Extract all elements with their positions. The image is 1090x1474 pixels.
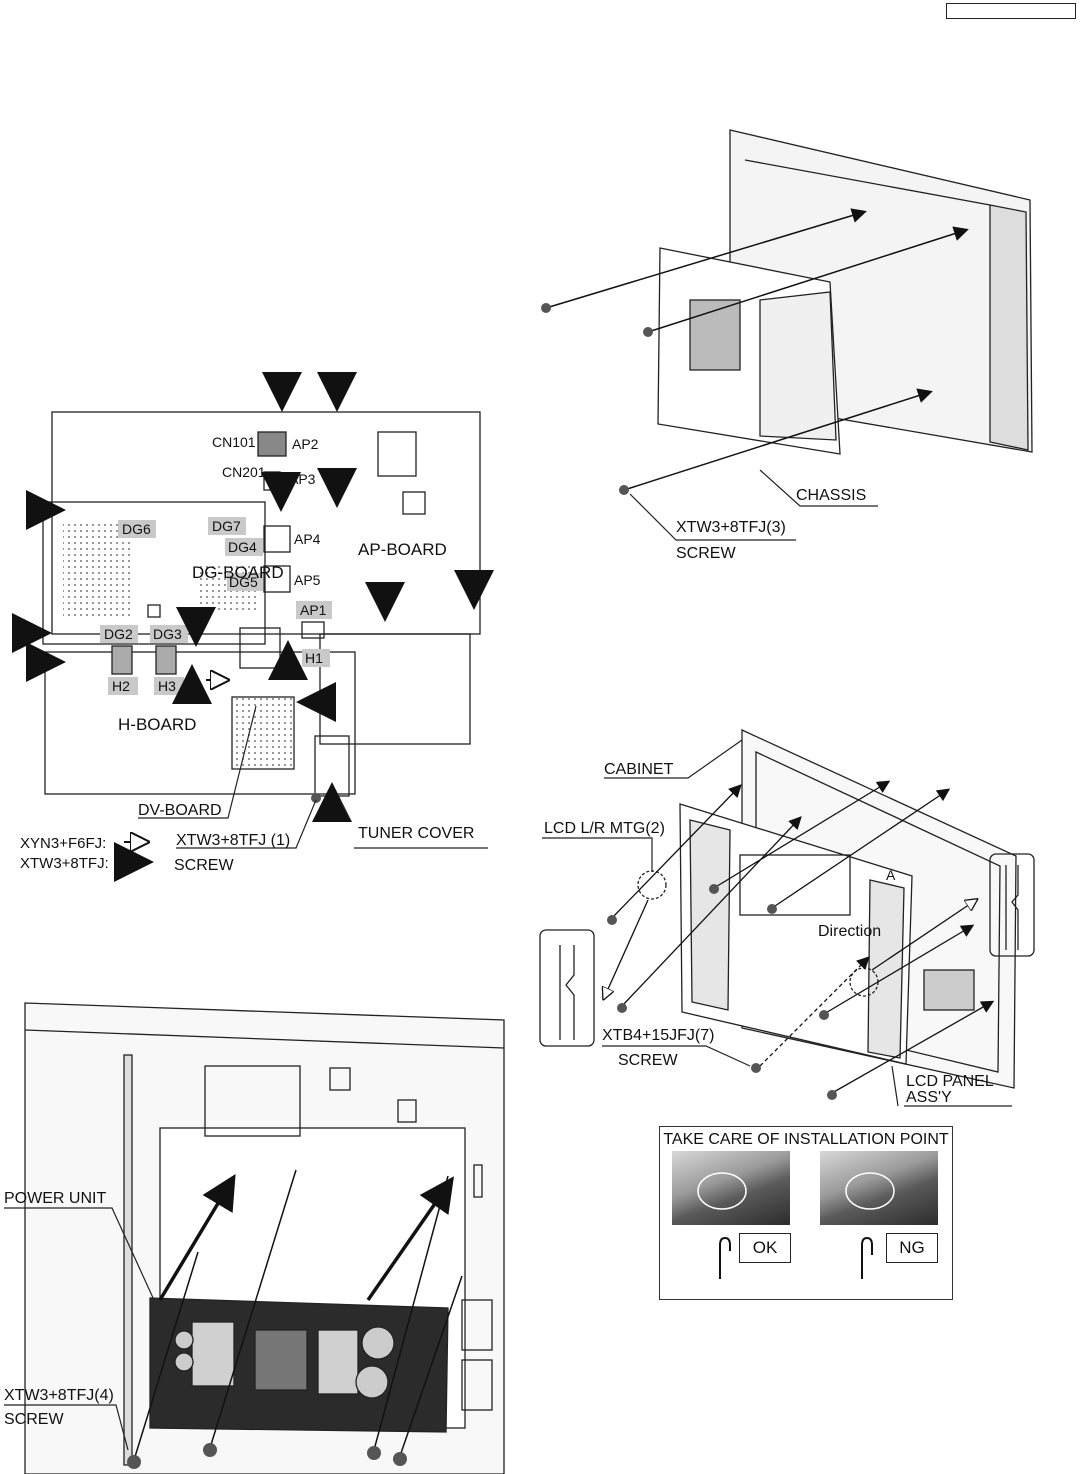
ng-photo [820,1151,938,1225]
page-header-box [946,3,1076,19]
power-screw-part-label: XTW3+8TFJ(4) [4,1387,114,1404]
chassis-screw-label: SCREW [676,545,736,562]
chassis-label: CHASSIS [796,487,866,504]
h1-label: H1 [305,650,323,666]
cn201-label: CN201 [222,464,266,480]
ng-label: NG [886,1233,938,1263]
lcd-screw-icon [827,1090,837,1100]
ap-board-label: AP-BOARD [358,540,447,559]
installation-point-box: TAKE CARE OF INSTALLATION POINT OK NG [659,1126,953,1300]
chassis-screw-icon [643,327,653,337]
power-screws [127,1443,407,1469]
power-screw-arrows [158,1173,454,1301]
lcd-screw-icon [607,915,617,925]
dg7-label: DG7 [212,518,241,534]
cn101-label: CN101 [212,434,256,450]
lcd-screw-icon [617,1003,627,1013]
ap4-label: AP4 [294,531,321,547]
lcd-screw-part-label: XTB4+15JFJ(7) [602,1027,714,1044]
chassis-screw-arrows [545,208,969,491]
cabinet-label: CABINET [604,761,674,778]
h2-label: H2 [112,678,130,694]
chassis-screw-part-label: XTW3+8TFJ(3) [676,519,786,536]
lcd-screw-arrows [611,780,995,1094]
lcd-panel-label-line2: ASS'Y [906,1089,952,1106]
dg6-label: DG6 [122,521,151,537]
board-screw-part-label: XTW3+8TFJ (1) [176,832,290,849]
lcd-mtg-label: LCD L/R MTG(2) [544,820,665,837]
connector-tags [100,517,332,695]
lcd-screw-icon [709,884,719,894]
chassis-diagram [657,129,1033,455]
power-screw-icon [393,1452,407,1466]
power-screw-icon [203,1443,217,1457]
ng-hook-icon [861,1236,873,1279]
direction-label: Direction [818,923,881,940]
ok-label: OK [739,1233,791,1263]
lcd-panel-diagram [539,728,1035,1089]
point-a-label: A [886,867,896,883]
h-board-outline [44,651,356,795]
power-unit-diagram [24,1002,505,1474]
ok-photo [672,1151,790,1225]
dg2-label: DG2 [104,626,133,642]
dg5-label: DG5 [229,574,258,590]
ok-hook-icon [719,1236,731,1279]
installation-point-title: TAKE CARE OF INSTALLATION POINT [663,1131,949,1148]
board-callout-lines [138,705,488,849]
chassis-screw-icon [619,485,629,495]
lcd-screws [607,884,837,1100]
legend-white-arrow-label: XYN3+F6FJ: [20,835,106,852]
ap5-label: AP5 [294,572,321,588]
ap2-label: AP2 [292,436,319,452]
lcd-panel-label-line1: LCD PANEL [906,1073,994,1090]
power-unit-label: POWER UNIT [4,1190,106,1207]
lcd-screw-icon [767,904,777,914]
dv-board-label: DV-BOARD [138,802,222,819]
board-screw-label: SCREW [174,857,234,874]
tuner-cover-label: TUNER COVER [358,825,474,842]
legend-black-arrow-label: XTW3+8TFJ: [20,855,109,872]
lcd-screw-icon [751,1063,761,1073]
h-board-label: H-BOARD [118,715,196,734]
h3-label: H3 [158,678,176,694]
dg-board-label: DG-BOARD [192,563,284,582]
power-screw-icon [127,1455,141,1469]
dg4-label: DG4 [228,539,257,555]
dg-board-outline [42,501,266,645]
dg3-label: DG3 [153,626,182,642]
chassis-screw-icon [541,303,551,313]
ap3-label: AP3 [289,471,316,487]
lcd-screw-label: SCREW [618,1052,678,1069]
power-screw-label: SCREW [4,1411,64,1428]
power-screw-icon [367,1446,381,1460]
lcd-screw-icon [819,1010,829,1020]
screw-arrows [12,372,494,822]
ap1-label: AP1 [300,602,327,618]
